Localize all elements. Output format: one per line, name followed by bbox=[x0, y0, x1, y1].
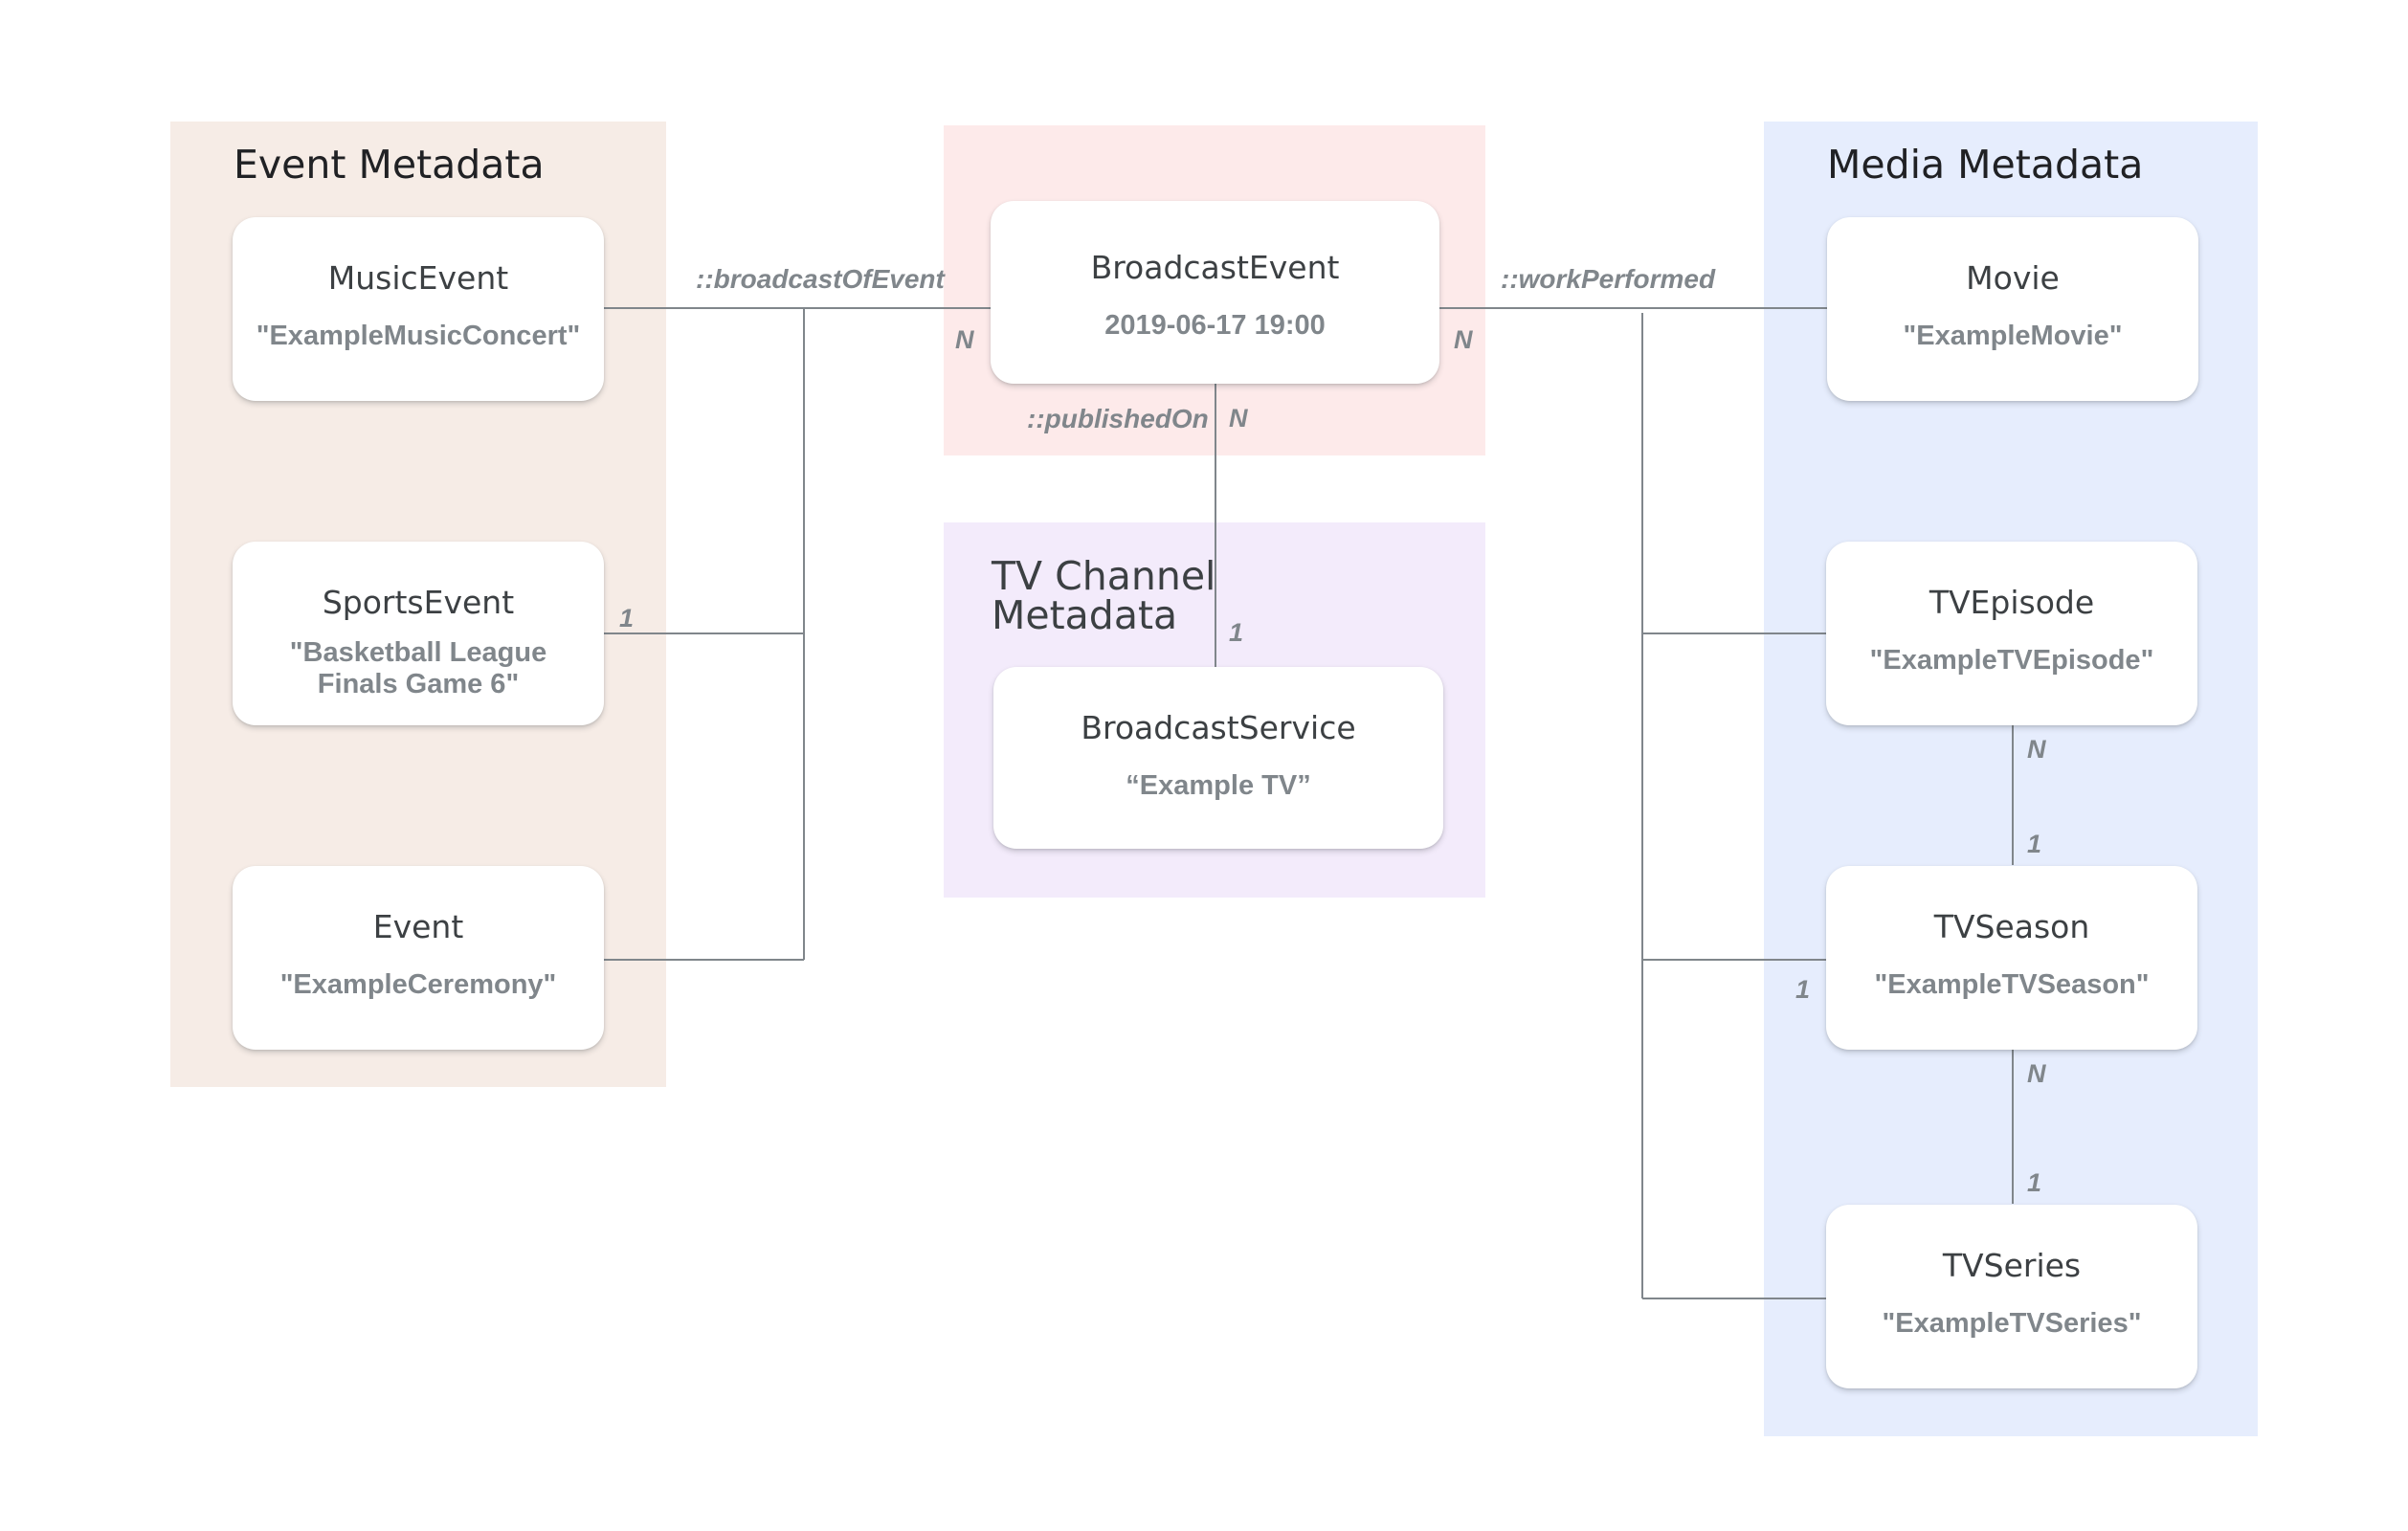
broadcast-event-value: 2019-06-17 19:00 bbox=[1104, 310, 1326, 341]
music-event-node[interactable]: MusicEvent "ExampleMusicConcert" bbox=[233, 217, 604, 401]
music-event-value: "ExampleMusicConcert" bbox=[256, 321, 581, 351]
broadcast-event-node[interactable]: BroadcastEvent 2019-06-17 19:00 bbox=[991, 201, 1439, 384]
season-series-top-cardinality: N bbox=[2027, 1059, 2046, 1088]
tv-series-value: "ExampleTVSeries" bbox=[1882, 1308, 2142, 1339]
broadcast-service-type: BroadcastService bbox=[1081, 709, 1356, 746]
tv-season-node[interactable]: TVSeason "ExampleTVSeason" bbox=[1826, 866, 2197, 1050]
music-event-type: MusicEvent bbox=[327, 259, 509, 297]
published-on-label: ::publishedOn bbox=[1027, 404, 1209, 433]
tv-channel-title-line1: TV Channel bbox=[992, 553, 1216, 599]
media-metadata-title: Media Metadata bbox=[1827, 142, 2144, 188]
tv-series-node[interactable]: TVSeries "ExampleTVSeries" bbox=[1826, 1205, 2197, 1388]
broadcast-event-type: BroadcastEvent bbox=[1090, 249, 1340, 286]
movie-node[interactable]: Movie "ExampleMovie" bbox=[1827, 217, 2198, 401]
movie-value: "ExampleMovie" bbox=[1903, 321, 2123, 351]
tv-channel-metadata-title: TV Channel Metadata bbox=[992, 557, 1260, 635]
broadcast-service-value: “Example TV” bbox=[1126, 770, 1311, 801]
event-node[interactable]: Event "ExampleCeremony" bbox=[233, 866, 604, 1050]
event-metadata-title: Event Metadata bbox=[234, 142, 545, 188]
tv-episode-node[interactable]: TVEpisode "ExampleTVEpisode" bbox=[1826, 542, 2197, 725]
work-performed-source-cardinality: N bbox=[1454, 325, 1473, 354]
tv-season-type: TVSeason bbox=[1933, 908, 2090, 945]
broadcast-of-event-source-cardinality: 1 bbox=[619, 604, 635, 632]
broadcast-of-event-target-cardinality: N bbox=[955, 325, 974, 354]
event-value: "ExampleCeremony" bbox=[279, 969, 557, 1000]
season-series-bottom-cardinality: 1 bbox=[2027, 1168, 2042, 1197]
tv-episode-value: "ExampleTVEpisode" bbox=[1869, 645, 2154, 676]
sports-event-type: SportsEvent bbox=[322, 584, 515, 621]
published-on-source-cardinality: N bbox=[1229, 404, 1248, 433]
broadcast-of-event-label: ::broadcastOfEvent bbox=[696, 264, 945, 294]
sports-event-node[interactable]: SportsEvent "Basketball League Finals Ga… bbox=[233, 542, 604, 725]
movie-type: Movie bbox=[1966, 259, 2060, 297]
episode-season-top-cardinality: N bbox=[2027, 735, 2046, 764]
tv-series-type: TVSeries bbox=[1942, 1247, 2082, 1284]
sports-event-value: "Basketball League Finals Game 6" bbox=[289, 637, 547, 699]
event-type: Event bbox=[372, 908, 464, 945]
tv-season-value: "ExampleTVSeason" bbox=[1874, 969, 2150, 1000]
tv-episode-type: TVEpisode bbox=[1929, 584, 2095, 621]
broadcast-service-node[interactable]: BroadcastService “Example TV” bbox=[993, 667, 1443, 849]
work-performed-target-cardinality: 1 bbox=[1795, 975, 1811, 1004]
work-performed-label: ::workPerformed bbox=[1501, 264, 1716, 294]
episode-season-bottom-cardinality: 1 bbox=[2027, 830, 2042, 858]
tv-channel-title-line2: Metadata bbox=[992, 592, 1178, 638]
published-on-target-cardinality: 1 bbox=[1229, 618, 1244, 647]
